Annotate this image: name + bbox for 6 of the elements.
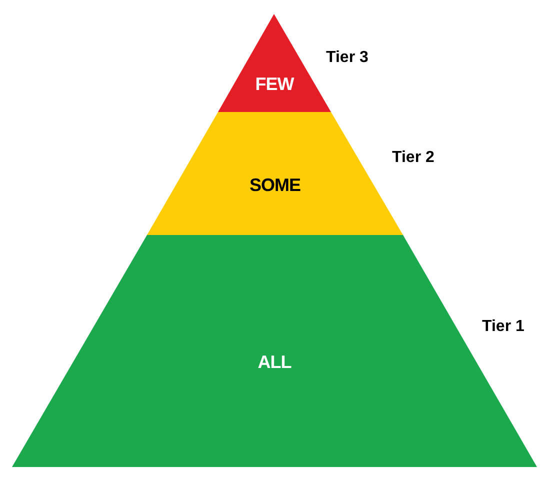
band-label: FEW [255, 75, 294, 93]
tier-label: Tier 2 [392, 150, 434, 166]
band-label: SOME [250, 176, 300, 194]
tier-label: Tier 3 [326, 50, 368, 66]
tier-label: Tier 1 [482, 319, 524, 335]
band-label: ALL [258, 353, 292, 371]
